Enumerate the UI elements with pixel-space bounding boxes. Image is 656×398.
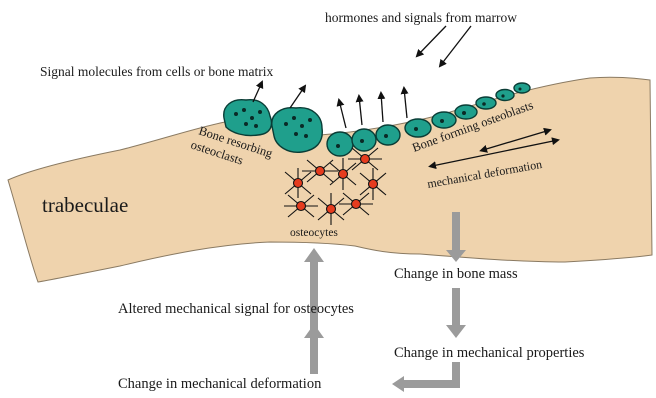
signal-arrow [290, 86, 305, 108]
signal-arrow [404, 88, 407, 118]
osteoblast-cell [496, 90, 514, 101]
osteocytes-label: osteocytes [290, 227, 338, 239]
osteoblast-cell [376, 125, 400, 145]
signal-molecules-label: Signal molecules from cells or bone matr… [40, 64, 273, 79]
flow-arrow-up-deformation [304, 324, 324, 374]
signal-arrow [359, 96, 362, 125]
flow-arrow-return [392, 362, 460, 392]
mech-properties-label: Change in mechanical properties [394, 345, 585, 361]
osteoblast-cell [405, 119, 431, 137]
change-deformation-label: Change in mechanical deformation [118, 376, 322, 392]
osteoblast-cell [455, 105, 477, 119]
trabeculae-label: trabeculae [42, 193, 128, 217]
hormone-arrow [417, 26, 446, 56]
osteoclast-cell [272, 108, 323, 153]
altered-signal-label: Altered mechanical signal for osteocytes [118, 301, 354, 317]
flow-arrow-down-properties [446, 288, 466, 338]
signal-arrow [339, 100, 346, 128]
hormone-arrow [440, 26, 471, 66]
osteoblast-cell [476, 97, 496, 109]
hormones-label: hormones and signals from marrow [325, 10, 517, 25]
osteoblast-cell [352, 129, 376, 151]
bone-mass-label: Change in bone mass [394, 266, 518, 282]
osteoclast-cell [224, 100, 272, 136]
signal-arrow [381, 93, 383, 122]
signal-arrow [253, 82, 262, 102]
osteoblast-cell [327, 132, 353, 156]
osteoblast-cell [514, 83, 530, 93]
